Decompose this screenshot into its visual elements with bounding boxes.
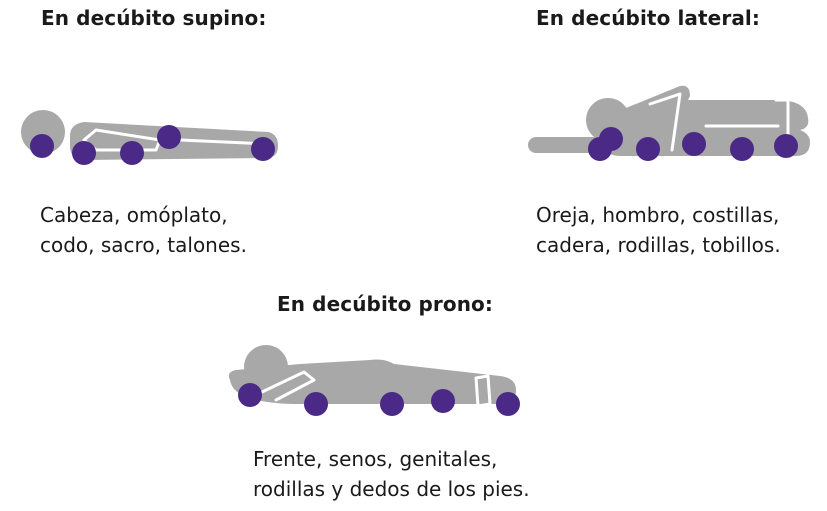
pressure-point-heel bbox=[251, 137, 275, 161]
pressure-point-genitals bbox=[380, 392, 404, 416]
prone-line-2: rodillas y dedos de los pies. bbox=[253, 477, 530, 501]
lateral-line-2: cadera, rodillas, tobillos. bbox=[536, 233, 781, 257]
pressure-point-knee bbox=[730, 137, 754, 161]
pressure-point-elbow bbox=[120, 141, 144, 165]
prone-body bbox=[228, 345, 516, 408]
prone-description: Frente, senos, genitales, rodillas y ded… bbox=[253, 444, 530, 504]
lateral-pressure-points bbox=[588, 127, 798, 161]
pressure-point-knees bbox=[431, 389, 455, 413]
pressure-point-sacrum bbox=[157, 125, 181, 149]
lateral-title: En decúbito lateral: bbox=[536, 6, 760, 30]
pressure-point-shoulder bbox=[588, 137, 612, 161]
lateral-description: Oreja, hombro, costillas, cadera, rodill… bbox=[536, 200, 781, 260]
supine-title: En decúbito supino: bbox=[41, 6, 267, 30]
pressure-point-breasts bbox=[304, 392, 328, 416]
pressure-point-toes bbox=[496, 392, 520, 416]
supine-description: Cabeza, omóplato, codo, sacro, talones. bbox=[40, 200, 247, 260]
supine-line-2: codo, sacro, talones. bbox=[40, 233, 247, 257]
pressure-point-hip bbox=[682, 132, 706, 156]
prone-pressure-points bbox=[238, 383, 520, 416]
pressure-point-forehead bbox=[238, 383, 262, 407]
pressure-point-head bbox=[30, 134, 54, 158]
supine-pressure-points bbox=[30, 125, 275, 165]
pressure-point-ankle bbox=[774, 134, 798, 158]
supine-line-1: Cabeza, omóplato, bbox=[40, 203, 228, 227]
prone-line-1: Frente, senos, genitales, bbox=[253, 447, 498, 471]
lateral-line-1: Oreja, hombro, costillas, bbox=[536, 203, 780, 227]
pressure-point-ribs bbox=[636, 137, 660, 161]
pressure-point-scapula bbox=[72, 141, 96, 165]
prone-title: En decúbito prono: bbox=[277, 292, 493, 316]
